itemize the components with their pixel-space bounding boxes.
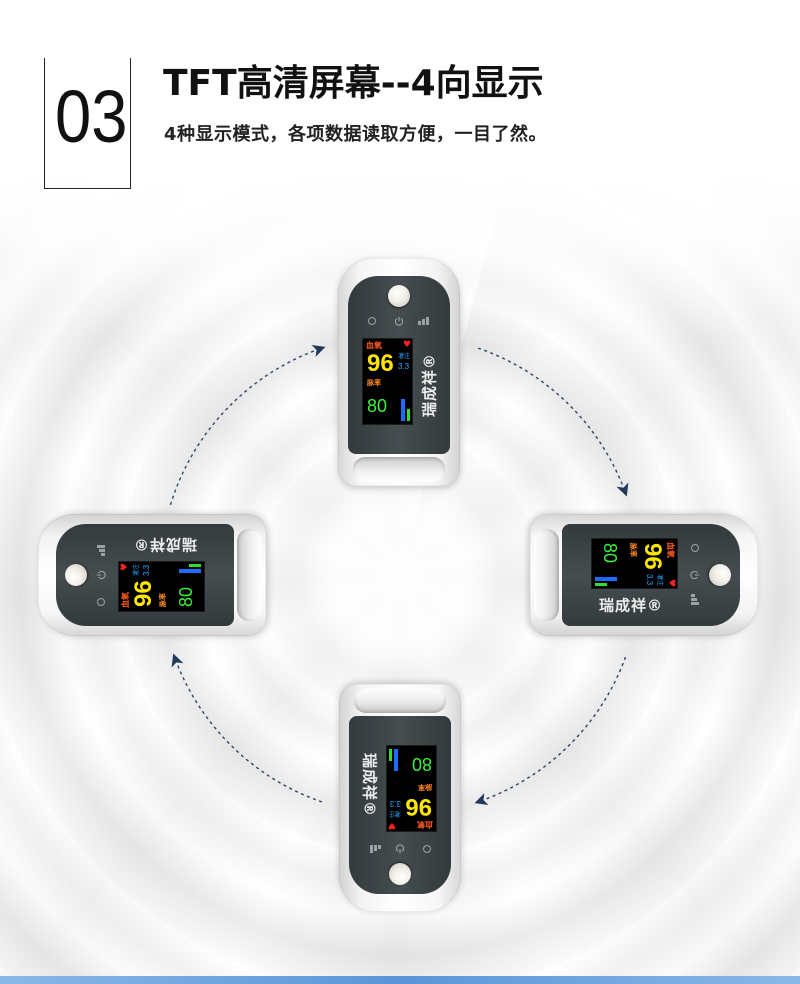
- mode-icon: [368, 317, 376, 325]
- tft-screen: 血氧 ♥ 96 灌注 3.3 脉率 80: [362, 338, 413, 425]
- pulse-bar: [595, 577, 617, 581]
- spo2-value: 96: [130, 580, 157, 607]
- power-button: [65, 564, 87, 586]
- oximeter-left: 血氧 ♥ 96 灌注 3.3 脉率 80 瑞成祥®: [38, 514, 266, 636]
- spo2-value: 96: [405, 793, 432, 820]
- oximeter-right: 血氧 ♥ 96 灌注 3.3 脉率 80 瑞成祥®: [530, 514, 758, 636]
- mode-icon: [423, 845, 431, 853]
- power-button: [388, 285, 410, 307]
- power-button: [709, 564, 731, 586]
- finger-slot: [534, 529, 559, 621]
- heart-icon: ♥: [387, 820, 396, 830]
- pr-label: 脉率: [629, 543, 637, 557]
- pi-value: 3.3: [398, 362, 410, 371]
- signal-bar: [389, 749, 392, 761]
- brand-logo: 瑞成祥®: [420, 352, 439, 418]
- pr-value: 80: [411, 754, 432, 774]
- battery-icon: [691, 594, 699, 608]
- spo2-label: 血氧: [366, 341, 382, 350]
- arrow-icon: [169, 345, 326, 506]
- pulse-bar: [394, 749, 398, 771]
- arrow-icon: [474, 656, 627, 805]
- heart-icon: ♥: [403, 340, 412, 350]
- battery-icon: [418, 317, 432, 325]
- power-icon: [395, 844, 405, 854]
- brand-logo: 瑞成祥®: [360, 752, 379, 818]
- finger-slot: [237, 529, 262, 621]
- tft-screen: 血氧 ♥ 96 灌注 3.3 脉率 80: [386, 745, 437, 832]
- signal-bar: [189, 564, 201, 567]
- arrow-icon: [171, 653, 323, 803]
- spo2-label: 血氧: [121, 592, 130, 608]
- pi-label: 灌注: [133, 563, 140, 576]
- spo2-label: 血氧: [666, 542, 675, 558]
- spo2-label: 血氧: [417, 820, 433, 829]
- power-icon: [690, 570, 700, 580]
- pi-value: 3.3: [645, 574, 654, 586]
- power-icon: [96, 570, 106, 580]
- oximeter-top: 血氧 ♥ 96 灌注 3.3 脉率 80 瑞成祥®: [338, 258, 460, 486]
- pulse-bar: [401, 399, 405, 421]
- page-subtitle: 4种显示模式，各项数据读取方便，一目了然。: [164, 124, 548, 145]
- pi-value: 3.3: [389, 799, 401, 808]
- arrow-icon: [477, 347, 629, 497]
- pr-label: 脉率: [159, 593, 167, 607]
- pr-label: 脉率: [367, 379, 381, 387]
- finger-slot: [353, 457, 445, 482]
- tft-screen: 血氧 ♥ 96 灌注 3.3 脉率 80: [118, 561, 205, 612]
- mode-icon: [691, 544, 699, 552]
- tft-screen: 血氧 ♥ 96 灌注 3.3 脉率 80: [591, 538, 678, 589]
- power-icon: [394, 316, 404, 326]
- pi-label: 灌注: [656, 574, 663, 587]
- brand-logo: 瑞成祥®: [598, 596, 664, 615]
- pr-label: 脉率: [418, 783, 432, 791]
- spo2-value: 96: [639, 543, 666, 570]
- spo2-value: 96: [367, 350, 394, 377]
- oximeter-bottom: 血氧 ♥ 96 灌注 3.3 脉率 80 瑞成祥®: [339, 684, 461, 912]
- signal-bar: [407, 409, 410, 421]
- pr-value: 80: [176, 586, 196, 607]
- battery-icon: [367, 845, 381, 853]
- mode-icon: [97, 598, 105, 606]
- pi-label: 灌注: [388, 810, 401, 817]
- heart-icon: ♥: [666, 579, 676, 588]
- pr-value: 80: [367, 396, 388, 416]
- pulse-bar: [179, 569, 201, 573]
- battery-icon: [97, 542, 105, 556]
- bottom-strip: [0, 976, 800, 984]
- finger-slot: [354, 688, 446, 713]
- section-number-frame: [44, 58, 131, 189]
- brand-logo: 瑞成祥®: [132, 535, 198, 554]
- pi-value: 3.3: [142, 564, 151, 576]
- page-title: TFT高清屏幕--4向显示: [163, 63, 544, 104]
- pi-label: 灌注: [398, 353, 411, 360]
- pr-value: 80: [600, 543, 620, 564]
- signal-bar: [595, 583, 607, 586]
- heart-icon: ♥: [120, 562, 130, 571]
- section-number: 03: [55, 75, 128, 158]
- power-button: [389, 863, 411, 885]
